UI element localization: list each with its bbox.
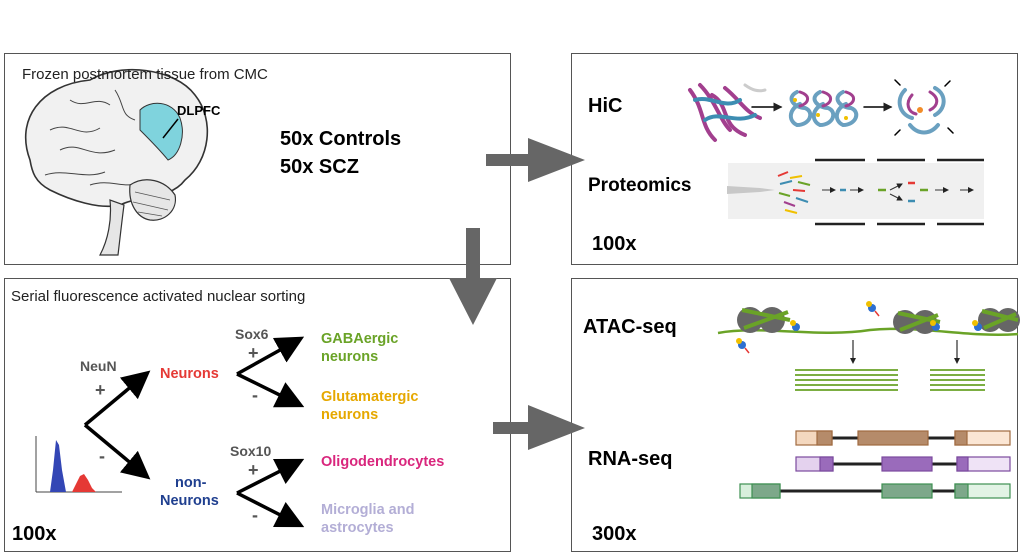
nucleosome-1	[737, 307, 791, 333]
atac-seq-label: ATAC-seq	[583, 316, 677, 338]
seq-sample-count: 300x	[592, 523, 637, 545]
sox6-minus-sign: -	[252, 385, 258, 405]
non-neurons-label-line2: Neurons	[160, 493, 219, 509]
sox10-minus-sign: -	[252, 505, 258, 525]
brain-illustration	[24, 68, 209, 256]
transposase-icons	[736, 301, 982, 354]
arrow-tissue-to-hic	[486, 138, 585, 182]
atac-reads	[795, 369, 985, 391]
proteomics-label: Proteomics	[588, 175, 692, 196]
sox10-marker: Sox10	[230, 443, 272, 459]
sox6-marker: Sox6	[235, 326, 269, 342]
hic-label: HiC	[588, 95, 623, 117]
neun-minus-sign: -	[99, 446, 105, 466]
neun-plus-sign: +	[95, 380, 106, 400]
atac-seq-graphic	[717, 301, 1020, 391]
facs-histogram	[35, 436, 122, 493]
scz-count: 50x SCZ	[280, 156, 359, 178]
hic-sample-count: 100x	[592, 233, 637, 255]
non-neurons-label-line1: non-	[175, 475, 207, 491]
neun-marker: NeuN	[80, 358, 117, 374]
controls-count: 50x Controls	[280, 128, 402, 150]
rna-seq-graphic	[739, 430, 1011, 499]
hic-chromatin-graphic	[688, 79, 954, 142]
facs-panel	[4, 278, 511, 552]
flow-arrows	[449, 138, 585, 450]
proteomics-graphic	[727, 158, 984, 226]
facs-panel-title: Serial fluorescence activated nuclear so…	[11, 288, 306, 305]
sorting-tree	[83, 336, 305, 528]
rna-seq-label: RNA-seq	[588, 448, 673, 470]
tissue-panel-title: Frozen postmortem tissue from CMC	[22, 66, 268, 83]
facs-sample-count: 100x	[12, 523, 57, 545]
dlpfc-label: DLPFC	[177, 103, 221, 118]
neurons-label: Neurons	[160, 366, 219, 382]
sox6-plus-sign: +	[248, 343, 259, 363]
sox10-plus-sign: +	[248, 460, 259, 480]
nucleosome-3	[978, 308, 1020, 332]
arrow-facs-to-seq	[493, 405, 585, 450]
oligodendrocytes-label: Oligodendrocytes	[321, 454, 445, 470]
arrow-tissue-to-facs	[449, 228, 497, 325]
nucleosome-2	[893, 310, 941, 334]
